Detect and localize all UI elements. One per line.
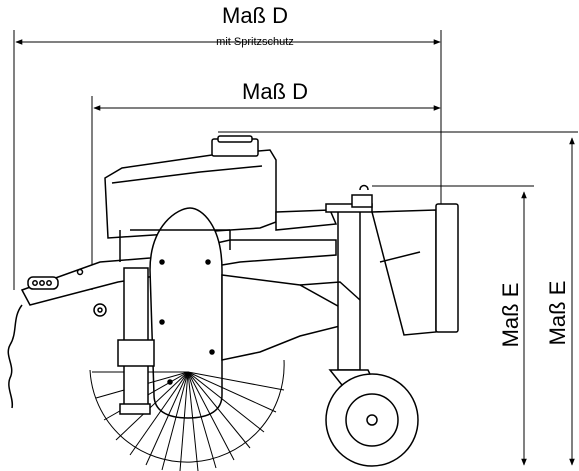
- dimension-e-2-line: [218, 131, 578, 466]
- dimension-e-1-line: [372, 185, 534, 466]
- dimension-d-outer-label: Maß D: [222, 3, 288, 28]
- hydraulic-hose: [7, 304, 23, 409]
- dimension-d-outer-sublabel: mit Spritzschutz: [216, 36, 294, 48]
- brush-housing: [93, 207, 358, 419]
- frame-drawbar: [20, 209, 338, 306]
- dimension-d-inner-line: [91, 96, 441, 290]
- dimension-e-1-label: Maß E: [498, 282, 523, 348]
- brush-bristles: [89, 359, 285, 471]
- side-arm: [130, 229, 361, 301]
- hopper-tank: [104, 135, 277, 239]
- dimension-d-inner-label: Maß D: [242, 79, 308, 104]
- caster-assembly: [325, 184, 419, 467]
- splash-guard: [371, 203, 459, 336]
- dimension-e-2-label: Maß E: [545, 280, 570, 346]
- support-post: [117, 267, 155, 415]
- dimension-d-outer-line: [13, 30, 442, 290]
